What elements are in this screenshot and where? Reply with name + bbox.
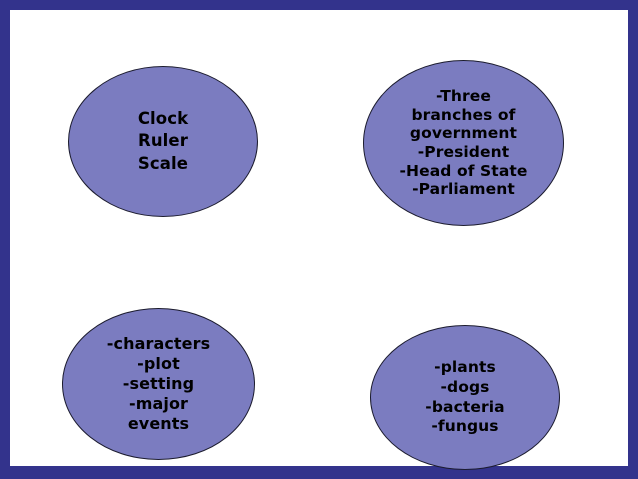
ellipse-clock-ruler-scale[interactable]: Clock Ruler Scale xyxy=(68,66,258,217)
ellipse-government[interactable]: -Three branches of government -President… xyxy=(363,60,564,226)
ellipse-government-text: -Three branches of government -President… xyxy=(399,87,528,199)
ellipse-clock-ruler-scale-text: Clock Ruler Scale xyxy=(137,109,189,173)
ellipse-organisms[interactable]: -plants -dogs -bacteria -fungus xyxy=(370,325,560,470)
ellipse-story-elements-text: -characters -plot -setting -major events xyxy=(106,333,211,434)
slide-border-top xyxy=(0,0,638,10)
slide-content-area: Clock Ruler Scale -Three branches of gov… xyxy=(10,10,628,470)
slide-border-bottom xyxy=(0,466,638,479)
ellipse-organisms-text: -plants -dogs -bacteria -fungus xyxy=(425,358,505,436)
slide-border-left xyxy=(0,0,10,479)
ellipse-story-elements[interactable]: -characters -plot -setting -major events xyxy=(62,308,255,460)
slide-border-right xyxy=(628,0,638,479)
